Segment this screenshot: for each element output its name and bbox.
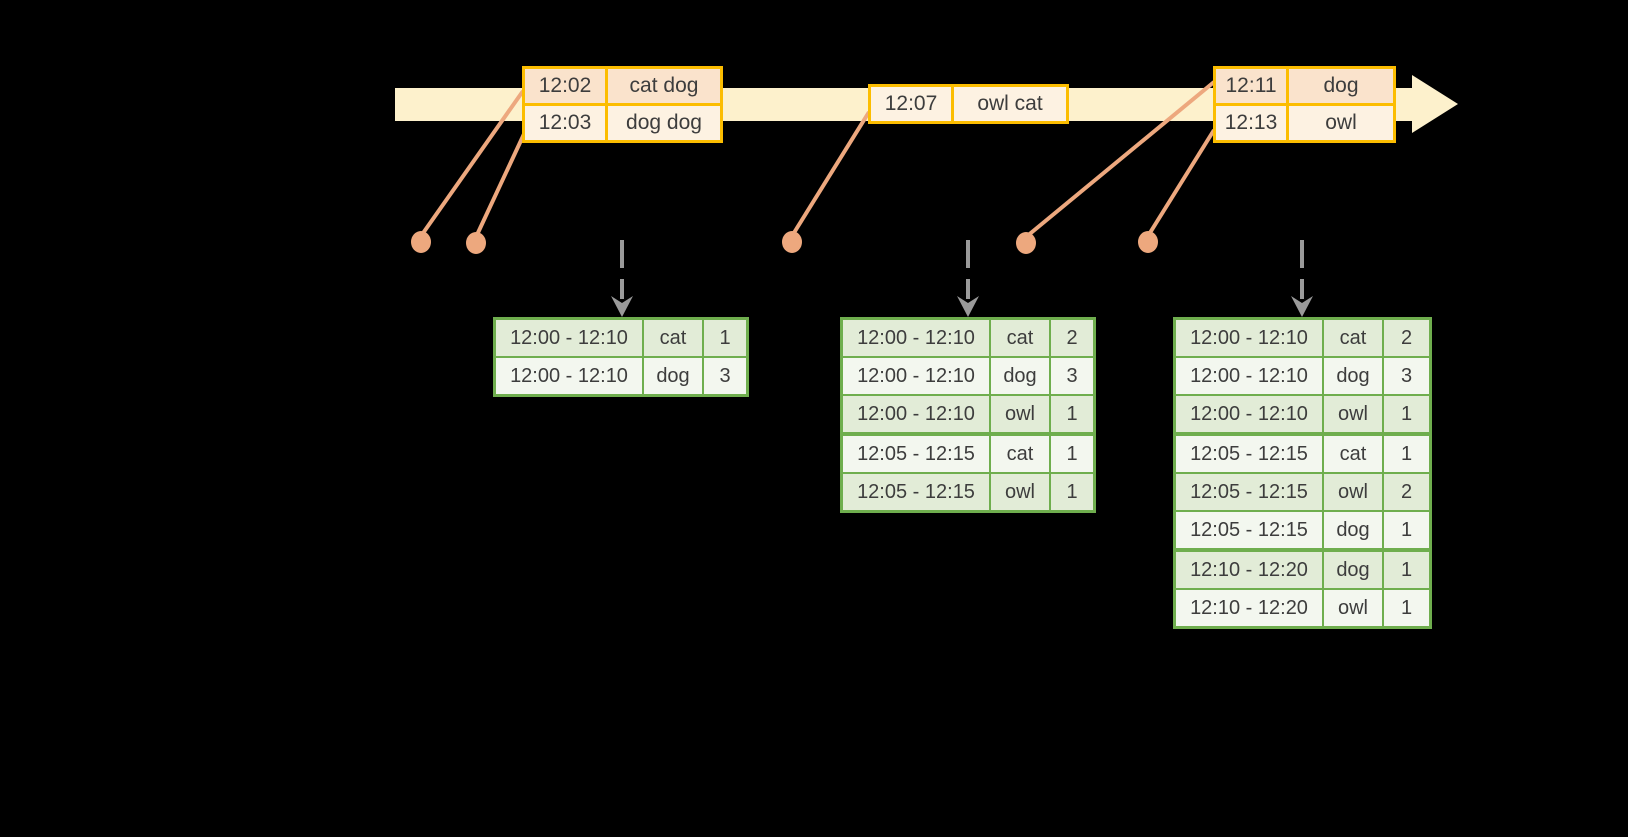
event-words-cell: cat dog <box>605 66 723 106</box>
event-row: 12:11 dog <box>1213 66 1396 106</box>
window-cell: 12:00 - 12:10 <box>1173 394 1324 435</box>
count-cell: 1 <box>1382 548 1432 590</box>
event-time-cell: 12:11 <box>1213 66 1289 106</box>
event-words-cell: dog dog <box>605 103 723 143</box>
event-row: 12:07 owl cat <box>868 84 1069 124</box>
word-cell: owl <box>1322 472 1384 512</box>
word-cell: dog <box>1322 510 1384 551</box>
window-cell: 12:00 - 12:10 <box>493 317 644 358</box>
count-cell: 1 <box>1382 432 1432 474</box>
connector-line <box>1146 128 1216 238</box>
result-table-1: 12:00 - 12:10 cat 1 12:00 - 12:10 dog 3 <box>493 317 749 397</box>
window-cell: 12:00 - 12:10 <box>1173 356 1324 396</box>
result-row: 12:00 - 12:10 owl 1 <box>1173 394 1432 435</box>
count-cell: 2 <box>1382 472 1432 512</box>
result-row: 12:05 - 12:15 cat 1 <box>840 432 1096 474</box>
result-row: 12:05 - 12:15 cat 1 <box>1173 432 1432 474</box>
result-row: 12:00 - 12:10 dog 3 <box>493 356 749 397</box>
event-marker-dot <box>411 231 431 253</box>
count-cell: 3 <box>702 356 749 397</box>
window-cell: 12:00 - 12:10 <box>1173 317 1324 358</box>
word-cell: dog <box>1322 356 1384 396</box>
result-row: 12:00 - 12:10 cat 2 <box>840 317 1096 358</box>
event-marker-dot <box>1138 231 1158 253</box>
window-cell: 12:10 - 12:20 <box>1173 548 1324 590</box>
word-cell: cat <box>642 317 704 358</box>
result-row: 12:05 - 12:15 owl 1 <box>840 472 1096 513</box>
event-box-1: 12:02 cat dog 12:03 dog dog <box>522 66 723 143</box>
word-cell: cat <box>989 432 1051 474</box>
count-cell: 2 <box>1049 317 1096 358</box>
window-cell: 12:05 - 12:15 <box>1173 432 1324 474</box>
word-cell: owl <box>989 394 1051 435</box>
count-cell: 1 <box>1049 432 1096 474</box>
event-row: 12:02 cat dog <box>522 66 723 106</box>
event-marker-dot <box>782 231 802 253</box>
connector-line <box>1024 80 1216 239</box>
connector-line <box>474 133 526 238</box>
window-cell: 12:00 - 12:10 <box>493 356 644 397</box>
result-row: 12:05 - 12:15 dog 1 <box>1173 510 1432 551</box>
word-cell: cat <box>1322 432 1384 474</box>
result-row: 12:00 - 12:10 owl 1 <box>840 394 1096 435</box>
event-time-cell: 12:13 <box>1213 103 1289 143</box>
result-row: 12:05 - 12:15 owl 2 <box>1173 472 1432 512</box>
count-cell: 1 <box>1382 394 1432 435</box>
count-cell: 1 <box>1049 394 1096 435</box>
result-row: 12:00 - 12:10 dog 3 <box>840 356 1096 396</box>
event-words-cell: dog <box>1286 66 1396 106</box>
event-time-cell: 12:07 <box>868 84 954 124</box>
word-cell: owl <box>989 472 1051 513</box>
trigger-arrow-lines <box>620 240 1304 299</box>
connector-line <box>790 110 871 238</box>
count-cell: 1 <box>1382 510 1432 551</box>
event-marker-dots <box>411 231 1158 254</box>
down-arrow-head <box>611 296 633 317</box>
window-cell: 12:00 - 12:10 <box>840 394 991 435</box>
word-cell: cat <box>989 317 1051 358</box>
result-row: 12:10 - 12:20 dog 1 <box>1173 548 1432 590</box>
event-words-cell: owl cat <box>951 84 1069 124</box>
count-cell: 2 <box>1382 317 1432 358</box>
window-cell: 12:00 - 12:10 <box>840 356 991 396</box>
word-cell: owl <box>1322 588 1384 629</box>
result-row: 12:00 - 12:10 cat 2 <box>1173 317 1432 358</box>
word-cell: dog <box>642 356 704 397</box>
count-cell: 1 <box>1382 588 1432 629</box>
count-cell: 3 <box>1049 356 1096 396</box>
word-cell: owl <box>1322 394 1384 435</box>
event-box-2: 12:07 owl cat <box>868 84 1069 124</box>
event-marker-dot <box>466 232 486 254</box>
down-arrow-head <box>957 296 979 317</box>
window-cell: 12:00 - 12:10 <box>840 317 991 358</box>
event-marker-dot <box>1016 232 1036 254</box>
event-time-cell: 12:03 <box>522 103 608 143</box>
count-cell: 1 <box>702 317 749 358</box>
window-cell: 12:05 - 12:15 <box>1173 510 1324 551</box>
down-arrow-head <box>1291 296 1313 317</box>
word-cell: dog <box>1322 548 1384 590</box>
count-cell: 1 <box>1049 472 1096 513</box>
window-cell: 12:05 - 12:15 <box>840 432 991 474</box>
trigger-arrowheads <box>611 296 1313 317</box>
result-table-2: 12:00 - 12:10 cat 2 12:00 - 12:10 dog 3 … <box>840 317 1096 513</box>
event-connector-lines <box>419 80 1216 239</box>
result-table-3: 12:00 - 12:10 cat 2 12:00 - 12:10 dog 3 … <box>1173 317 1432 629</box>
result-row: 12:00 - 12:10 cat 1 <box>493 317 749 358</box>
event-row: 12:03 dog dog <box>522 103 723 143</box>
event-time-cell: 12:02 <box>522 66 608 106</box>
window-cell: 12:10 - 12:20 <box>1173 588 1324 629</box>
window-cell: 12:05 - 12:15 <box>1173 472 1324 512</box>
event-words-cell: owl <box>1286 103 1396 143</box>
window-cell: 12:05 - 12:15 <box>840 472 991 513</box>
count-cell: 3 <box>1382 356 1432 396</box>
event-row: 12:13 owl <box>1213 103 1396 143</box>
result-row: 12:00 - 12:10 dog 3 <box>1173 356 1432 396</box>
event-box-3: 12:11 dog 12:13 owl <box>1213 66 1396 143</box>
result-row: 12:10 - 12:20 owl 1 <box>1173 588 1432 629</box>
word-cell: dog <box>989 356 1051 396</box>
word-cell: cat <box>1322 317 1384 358</box>
connector-line <box>419 89 525 238</box>
